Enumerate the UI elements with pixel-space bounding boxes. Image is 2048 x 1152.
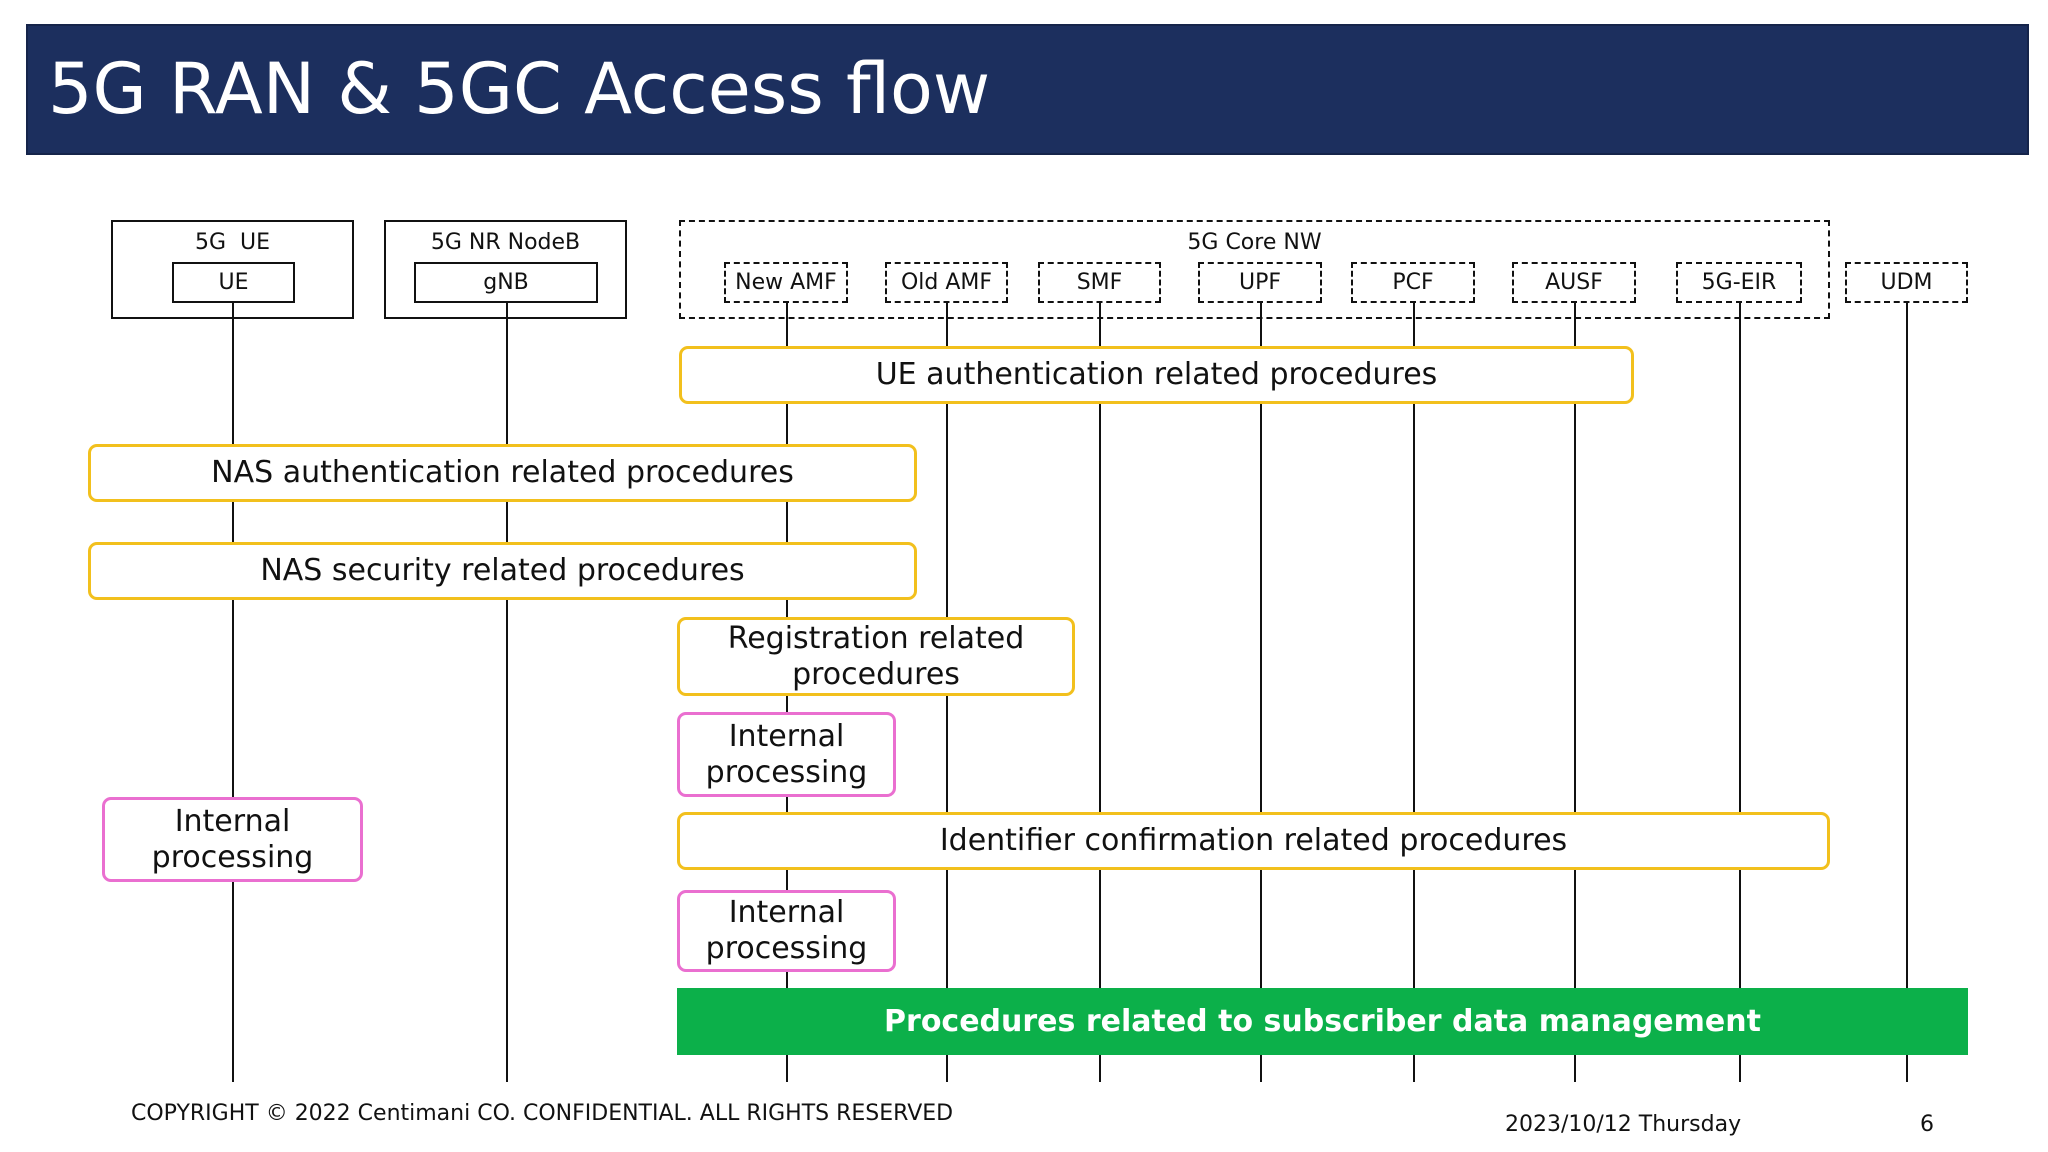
lifeline-udm (1906, 302, 1908, 1082)
entity-smf: SMF (1038, 262, 1161, 303)
internal-processing-new-amf-1: Internal processing (677, 712, 896, 797)
internal-processing-ue: Internal processing (102, 797, 363, 882)
procedure-ue-authentication: UE authentication related procedures (679, 346, 1634, 404)
title-bar: 5G RAN & 5GC Access flow (28, 26, 2027, 153)
lifeline-upf (1260, 302, 1262, 1082)
group-5g-nr-nodeb: 5G NR NodeB (384, 220, 627, 319)
entity-ue: UE (172, 262, 295, 303)
entity-udm: UDM (1845, 262, 1968, 303)
group-5g-ue: 5G UE (111, 220, 354, 319)
procedure-identifier-confirmation: Identifier confirmation related procedur… (677, 812, 1830, 870)
lifeline-smf (1099, 302, 1101, 1082)
footer-copyright: COPYRIGHT © 2022 Centimani CO. CONFIDENT… (131, 1101, 954, 1126)
entity-new-amf: New AMF (724, 262, 848, 303)
entity-gnb: gNB (414, 262, 598, 303)
entity-old-amf: Old AMF (885, 262, 1008, 303)
footer-date: 2023/10/12 Thursday (1505, 1112, 1742, 1137)
entity-upf: UPF (1198, 262, 1322, 303)
lifeline-ue (232, 302, 234, 1082)
group-label-5g-ue: 5G UE (194, 230, 271, 255)
entity-5g-eir: 5G-EIR (1676, 262, 1802, 303)
page-title: 5G RAN & 5GC Access flow (48, 48, 991, 130)
group-5g-core-nw: 5G Core NW (679, 220, 1830, 319)
lifeline-5g-eir (1739, 302, 1741, 1082)
group-label-5g-core-nw: 5G Core NW (1187, 230, 1322, 255)
entity-pcf: PCF (1351, 262, 1475, 303)
internal-processing-new-amf-2: Internal processing (677, 890, 896, 972)
entity-ausf: AUSF (1512, 262, 1636, 303)
procedure-registration: Registration related procedures (677, 617, 1075, 696)
procedure-nas-authentication: NAS authentication related procedures (88, 444, 917, 502)
group-label-5g-nr-nodeb: 5G NR NodeB (430, 230, 581, 255)
lifeline-gnb (506, 302, 508, 1082)
procedure-subscriber-data-management: Procedures related to subscriber data ma… (677, 988, 1968, 1055)
lifeline-pcf (1413, 302, 1415, 1082)
footer-page-number: 6 (1920, 1112, 1934, 1137)
procedure-nas-security: NAS security related procedures (88, 542, 917, 600)
lifeline-ausf (1574, 302, 1576, 1082)
